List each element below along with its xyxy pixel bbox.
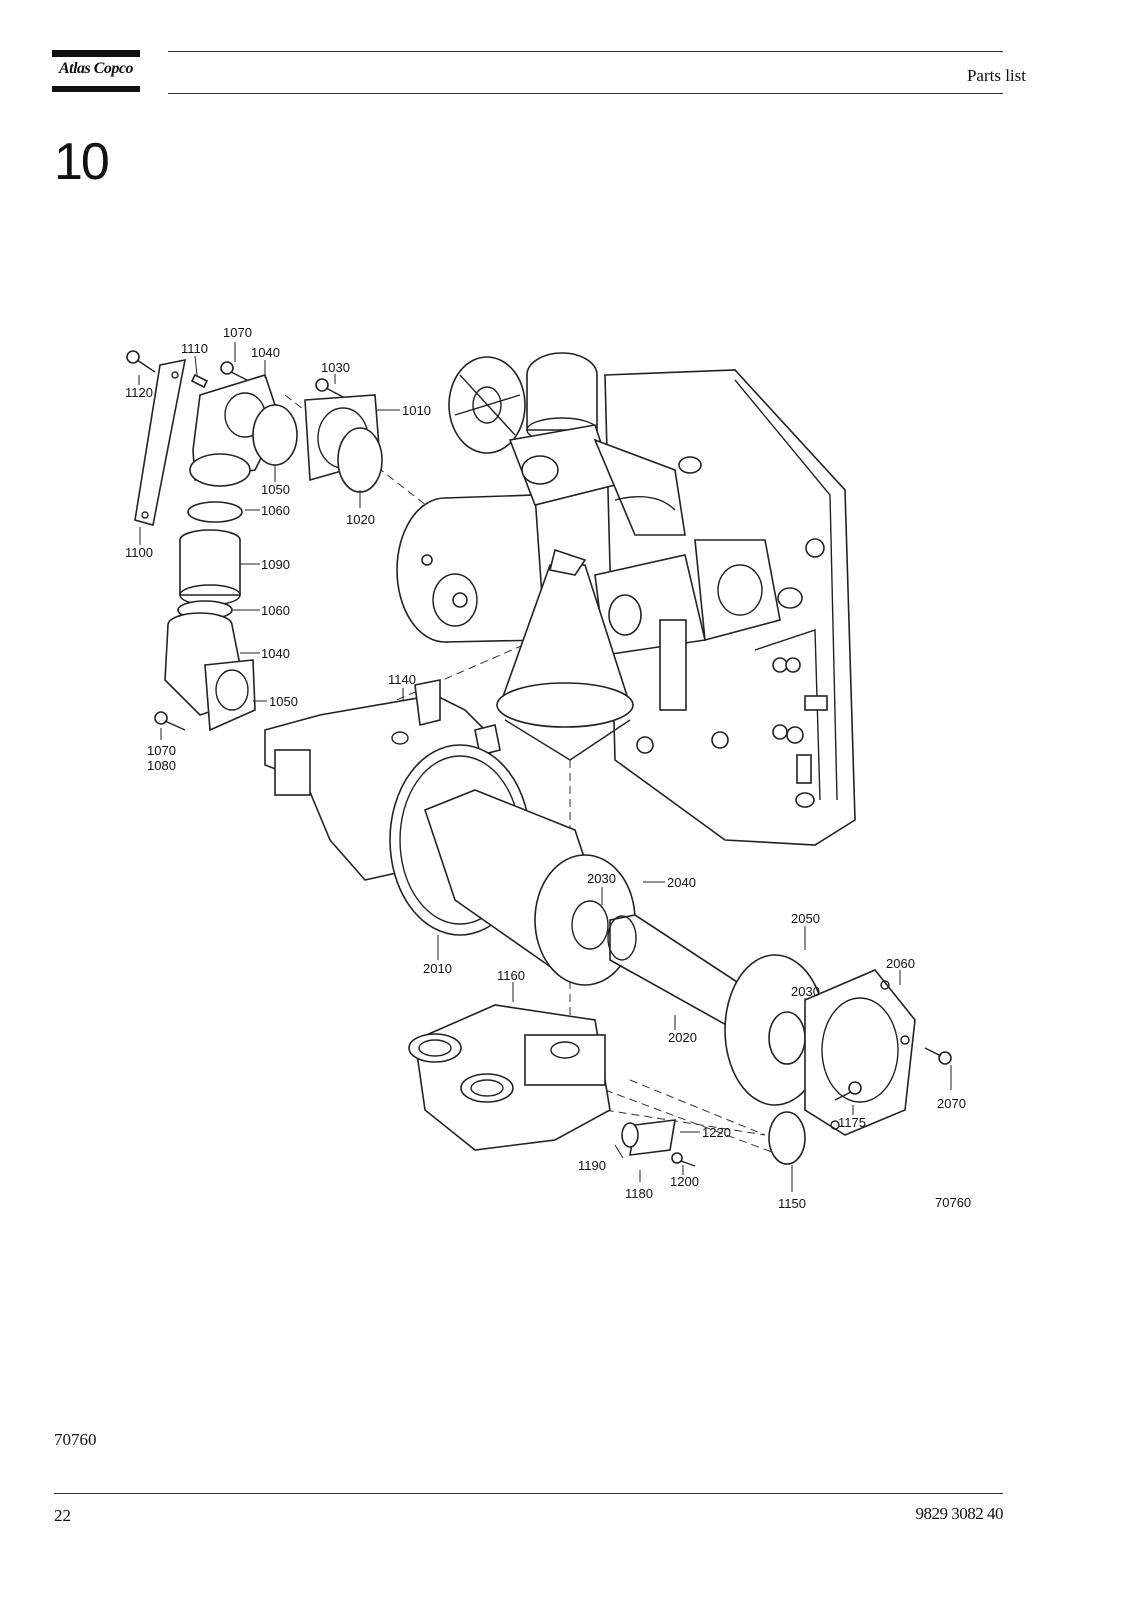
pin-1110 [190,373,209,389]
section-number: 10 [54,133,110,191]
oil-sump-1160 [408,1004,611,1151]
exploded-parts-diagram: 1070 1110 1040 1120 1030 1010 1050 1060 … [125,325,971,1211]
label-figure-id: 70760 [935,1195,971,1210]
left-drum [396,494,546,643]
label-1010: 1010 [402,403,431,418]
figure-reference: 70760 [54,1430,97,1449]
sleeve-1090 [179,529,241,606]
fan-wheel [448,356,526,454]
intake-pipe [526,352,598,443]
label-1120: 1120 [125,385,153,400]
label-1100: 1100 [125,545,153,560]
label-1060-bottom: 1060 [261,603,290,618]
bolt-2070 [924,1047,952,1065]
label-1080: 1080 [147,758,176,773]
label-1040-bottom: 1040 [261,646,290,661]
end-cover-2060 [804,969,916,1136]
label-2030-top: 2030 [587,871,616,886]
logo-bar-bottom [52,86,140,92]
logo-bar-top [52,50,140,57]
upper-cone [496,548,634,761]
bolt-1030 [315,378,346,399]
label-2020: 2020 [668,1030,697,1045]
footer-rule [54,1493,1003,1494]
label-1090: 1090 [261,557,290,572]
header-rule-top [168,51,1003,52]
label-1150: 1150 [778,1196,806,1211]
bolt-1070-top [220,361,252,383]
label-1200: 1200 [670,1174,699,1189]
part-number-labels: 1070 1110 1040 1120 1030 1010 1050 1060 … [125,325,971,1211]
label-1020: 1020 [346,512,375,527]
ring-2030-right [768,1011,806,1065]
label-1070-bottom: 1070 [147,743,176,758]
bolt-1070-bottom [154,711,186,731]
atlas-copco-logo: Atlas Copco [52,50,140,94]
header-title: Parts list [966,66,1026,85]
seal-1020 [337,427,383,493]
label-1110: 1110 [181,341,208,356]
label-1050-bottom: 1050 [269,694,298,709]
bolt-1175 [834,1081,862,1101]
label-1160: 1160 [497,968,525,983]
elbow-1040-bottom [164,612,256,732]
label-2050: 2050 [791,911,820,926]
oring-1150 [768,1111,806,1165]
gasket-1050-top [252,404,298,466]
label-1060-top: 1060 [261,503,290,518]
label-1030: 1030 [321,360,350,375]
label-1070-top: 1070 [223,325,252,340]
oring-1060-top [187,501,243,523]
label-1140: 1140 [388,672,416,687]
label-1190: 1190 [578,1158,606,1173]
logo-text: Atlas Copco [58,60,134,77]
label-2030-right: 2030 [791,984,820,999]
label-1220: 1220 [702,1125,731,1140]
label-1180: 1180 [625,1186,653,1201]
page-number: 22 [54,1506,71,1525]
label-1175: 1175 [838,1115,866,1130]
label-2010: 2010 [423,961,452,976]
bracket-1100 [134,358,187,527]
label-2070: 2070 [937,1096,966,1111]
bolt-1200 [671,1152,696,1167]
label-2060: 2060 [886,956,915,971]
label-1040-top: 1040 [251,345,280,360]
leader-lines [138,342,952,1192]
valve-assembly [508,424,702,536]
label-2040: 2040 [667,875,696,890]
label-1050-top: 1050 [261,482,290,497]
separator-cone-2040 [424,789,636,986]
sight-glass-1180 [621,1119,676,1156]
control-block [594,539,781,711]
header-rule-bottom [168,93,1003,94]
bolt-1120 [126,350,156,373]
document-number: 9829 3082 40 [915,1504,1004,1523]
